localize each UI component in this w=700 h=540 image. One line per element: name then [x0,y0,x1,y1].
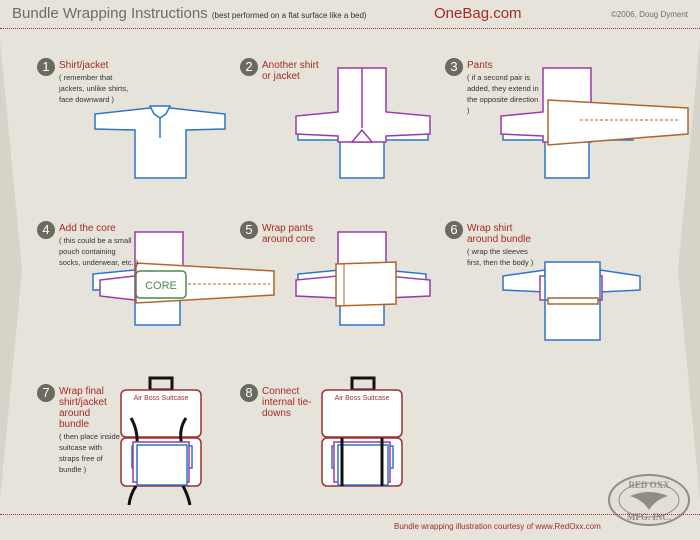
red-oxx-logo: RED OXX MFG. INC. [608,474,690,526]
left-edge-decoration [0,40,22,500]
shirt-illustration-2 [295,67,431,179]
footer-divider [0,514,700,515]
header-divider [0,28,700,29]
step-note: ( remember that jackets, unlike shirts, … [59,73,129,104]
suitcase-illustration-8: Air Boss Suitcase [321,376,403,487]
step-number: 2 [240,58,258,76]
right-edge-decoration [678,40,700,500]
step-number: 6 [445,221,463,239]
copyright: ©2006, Doug Dyment [610,10,688,19]
step-note: ( then place inside suitcase with straps… [59,432,120,474]
step-title: Pants [467,60,493,71]
page-title: Bundle Wrapping Instructions (best perfo… [12,5,367,22]
step-title: Wrap shirt around bundle [467,223,531,245]
shirt-pants-illustration-3 [500,67,689,179]
step-title: Connect internal tie-downs [262,386,312,419]
step-note: ( wrap the sleeves first, then the body … [467,247,534,267]
shirt-illustration-1 [94,105,226,179]
step-number: 8 [240,384,258,402]
footer-credit: Bundle wrapping illustration courtesy of… [394,522,601,531]
wrapped-shirt-illustration-6 [502,261,641,341]
step-number: 3 [445,58,463,76]
step-title: Wrap final shirt/jacket around bundle [59,386,107,430]
wrapped-pants-illustration-5 [295,231,431,326]
step-number: 4 [37,221,55,239]
step-title: Another shirt or jacket [262,60,319,82]
step-title: Shirt/jacket [59,60,109,71]
svg-text:MFG. INC.: MFG. INC. [627,512,671,522]
step-title: Wrap pants around core [262,223,316,245]
core-illustration-4: CORE [92,231,275,326]
step-number: 1 [37,58,55,76]
title-text: Bundle Wrapping Instructions [12,5,208,22]
page-subtitle: (best performed on a flat surface like a… [211,11,367,20]
suitcase-illustration-7: Air Boss Suitcase [120,376,202,506]
step-number: 7 [37,384,55,402]
svg-text:RED OXX: RED OXX [628,480,670,490]
step-number: 5 [240,221,258,239]
core-label: CORE [145,280,177,292]
step-note: ( if a second pair is added, they extend… [467,73,539,115]
site-name: OneBag.com [434,5,522,22]
step-note: ( this could be a small pouch containing… [59,236,139,267]
step-title: Add the core [59,223,116,234]
suitcase-label-7: Air Boss Suitcase [134,395,189,402]
suitcase-label-8: Air Boss Suitcase [335,395,390,402]
